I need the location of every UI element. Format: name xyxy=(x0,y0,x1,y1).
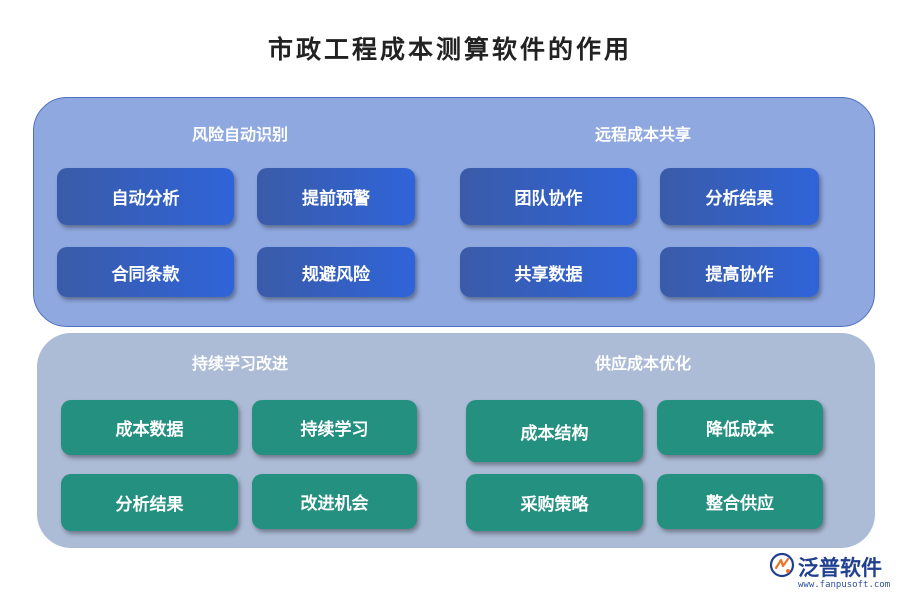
box-team-collab: 团队协作 xyxy=(460,168,637,225)
brand-logo: 泛普软件 www.fanpusoft.com xyxy=(768,551,896,597)
box-reduce-cost: 降低成本 xyxy=(657,400,823,455)
page-title: 市政工程成本测算软件的作用 xyxy=(267,35,632,64)
box-cost-data: 成本数据 xyxy=(61,400,238,455)
logo-url: www.fanpusoft.com xyxy=(798,580,891,590)
box-share-data: 共享数据 xyxy=(460,247,637,297)
box-analysis-results: 分析结果 xyxy=(660,168,819,225)
box-improve-opportunity: 改进机会 xyxy=(252,474,417,529)
box-early-warning: 提前预警 xyxy=(257,168,415,225)
section-title-learn: 持续学习改进 xyxy=(191,354,288,373)
section-title-supply: 供应成本优化 xyxy=(594,354,691,373)
box-integrate-supply: 整合供应 xyxy=(657,474,823,529)
box-cost-structure: 成本结构 xyxy=(466,400,643,462)
logo-name: 泛普软件 xyxy=(798,556,882,580)
box-purchase-strategy: 采购策略 xyxy=(466,474,643,531)
box-contract-terms: 合同条款 xyxy=(57,247,234,297)
section-title-risk: 风险自动识别 xyxy=(191,125,288,144)
section-title-share: 远程成本共享 xyxy=(594,125,691,144)
box-continuous-learning: 持续学习 xyxy=(252,400,417,455)
box-analysis-results-2: 分析结果 xyxy=(61,474,238,531)
box-avoid-risk: 规避风险 xyxy=(257,247,415,297)
fanpu-logo-icon xyxy=(769,552,795,578)
box-improve-collab: 提高协作 xyxy=(660,247,819,297)
box-auto-analysis: 自动分析 xyxy=(57,168,234,225)
